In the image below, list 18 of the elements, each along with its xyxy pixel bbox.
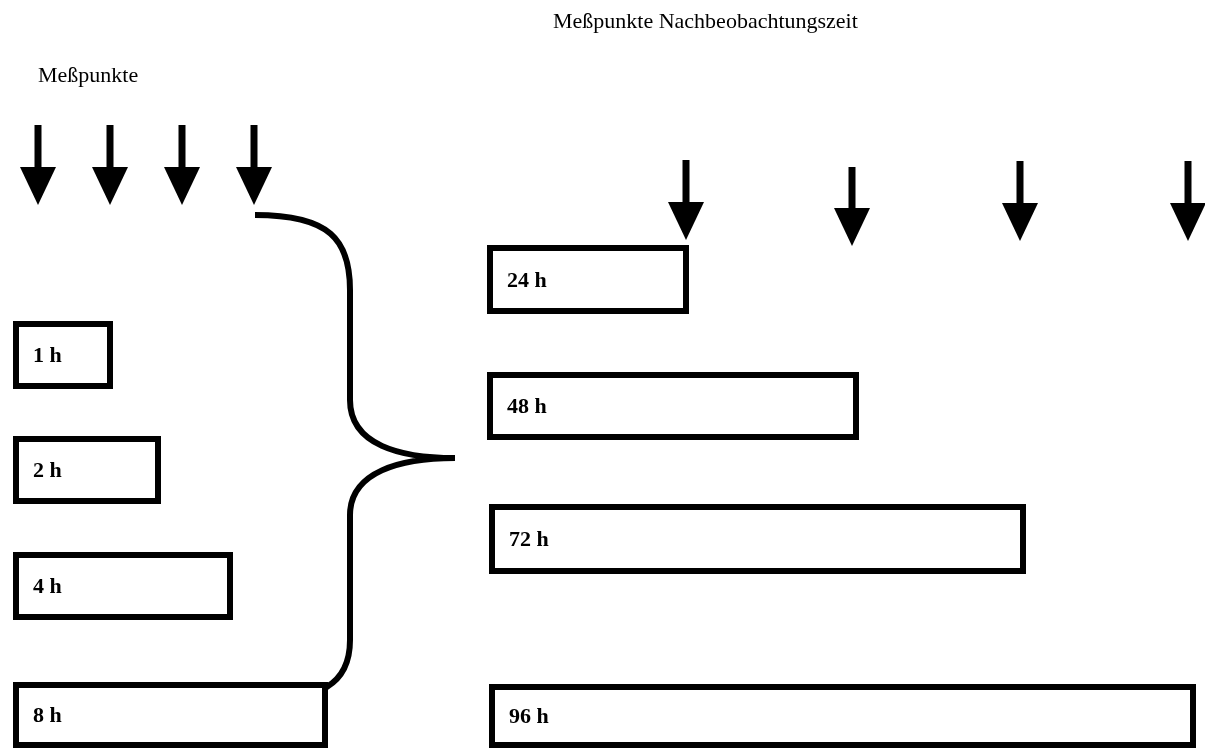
duration-bar (489, 504, 1026, 574)
duration-label: 8 h (33, 702, 62, 728)
duration-bar (487, 245, 689, 314)
duration-label: 96 h (509, 703, 549, 729)
heading: Meßpunkte (38, 62, 139, 88)
duration-bar (13, 321, 113, 389)
duration-label: 1 h (33, 342, 62, 368)
heading: Meßpunkte Nachbeobachtungszeit (553, 8, 858, 34)
duration-bar (487, 372, 859, 440)
duration-bar (489, 684, 1196, 748)
duration-bar (13, 436, 161, 504)
duration-label: 72 h (509, 526, 549, 552)
duration-label: 4 h (33, 573, 62, 599)
duration-label: 24 h (507, 266, 547, 293)
duration-bar (13, 682, 328, 748)
duration-bar (13, 552, 233, 620)
duration-label: 2 h (33, 457, 62, 483)
duration-label: 48 h (507, 393, 547, 419)
